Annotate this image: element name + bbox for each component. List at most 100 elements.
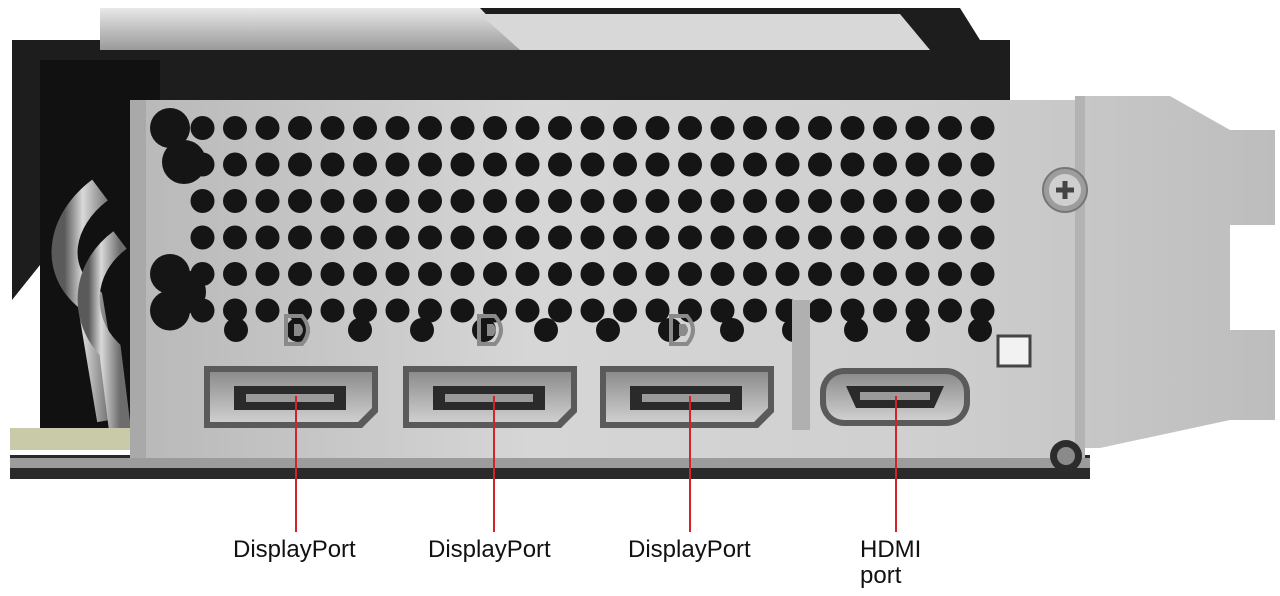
vent-hole <box>353 298 377 323</box>
vent-hole <box>906 318 930 342</box>
vent-hole <box>190 189 215 213</box>
displayport-logo-icon <box>477 314 503 346</box>
vent-hole <box>255 152 280 177</box>
vent-hole <box>678 189 702 213</box>
vent-hole <box>645 262 670 286</box>
displayport-logo-group <box>284 314 695 346</box>
vent-hole <box>450 298 475 323</box>
vent-hole <box>255 116 280 140</box>
vent-hole <box>645 152 670 177</box>
vent-hole <box>905 262 930 286</box>
vent-hole <box>483 262 507 286</box>
vent-hole <box>678 262 702 286</box>
vent-hole <box>483 225 507 250</box>
vent-hole <box>385 189 410 213</box>
vent-hole <box>613 189 637 213</box>
vent-hole <box>710 225 735 250</box>
callout-label-displayport-2: DisplayPort <box>428 536 551 563</box>
vent-hole <box>613 152 637 177</box>
vent-hole <box>515 152 540 177</box>
vent-hole <box>320 262 345 286</box>
vent-hole <box>418 298 442 323</box>
vent-hole <box>548 262 572 286</box>
vent-hole <box>970 262 995 286</box>
vent-hole <box>450 225 475 250</box>
vent-hole <box>162 270 206 314</box>
vent-hole <box>450 189 475 213</box>
vent-hole <box>580 189 605 213</box>
vent-hole <box>743 262 767 286</box>
vent-hole <box>515 298 540 323</box>
vent-hole <box>775 152 800 177</box>
vent-hole <box>548 225 572 250</box>
vent-hole <box>320 189 345 213</box>
vent-hole <box>353 262 377 286</box>
vent-hole <box>548 298 572 323</box>
vent-hole <box>418 262 442 286</box>
vent-hole <box>613 225 637 250</box>
vent-hole <box>320 152 345 177</box>
vent-hole <box>162 140 206 184</box>
leader-lines <box>295 396 897 532</box>
screw-icon <box>1050 440 1082 472</box>
vent-hole <box>743 225 767 250</box>
vent-hole <box>548 189 572 213</box>
vent-hole <box>580 116 605 140</box>
vent-hole <box>970 225 995 250</box>
displayport-port <box>600 366 774 428</box>
vent-hole <box>190 225 215 250</box>
vent-hole-grid <box>150 108 995 342</box>
vent-hole <box>255 262 280 286</box>
vent-hole <box>970 189 995 213</box>
vent-hole <box>613 116 637 140</box>
vent-hole <box>385 225 410 250</box>
vent-hole <box>418 225 442 250</box>
vent-hole <box>938 262 962 286</box>
vent-hole <box>844 318 868 342</box>
vent-hole <box>808 189 832 213</box>
vent-hole <box>775 262 800 286</box>
vent-hole <box>905 152 930 177</box>
vent-hole <box>450 116 475 140</box>
vent-hole <box>483 189 507 213</box>
vent-hole <box>320 298 345 323</box>
displayport-logo-icon <box>669 314 695 346</box>
vent-hole <box>710 152 735 177</box>
vent-hole <box>515 225 540 250</box>
vent-hole <box>348 318 372 342</box>
vent-hole <box>938 116 962 140</box>
vent-hole <box>224 318 248 342</box>
vent-hole <box>385 262 410 286</box>
callout-label-displayport-3: DisplayPort <box>628 536 751 563</box>
heatpipe-icon <box>51 179 131 432</box>
pcb-edge <box>10 428 160 450</box>
vent-hole <box>775 189 800 213</box>
vent-hole <box>905 189 930 213</box>
vent-hole <box>450 262 475 286</box>
vent-hole <box>808 152 832 177</box>
vent-hole <box>840 298 865 323</box>
vent-hole <box>190 116 215 140</box>
vent-hole <box>968 318 992 342</box>
bracket-print <box>792 300 810 430</box>
callout-label-displayport-1: DisplayPort <box>233 536 356 563</box>
callout-label-hdmi: HDMI port <box>860 536 922 589</box>
vent-hole <box>353 225 377 250</box>
vent-hole <box>710 189 735 213</box>
vent-hole <box>353 189 377 213</box>
vent-hole <box>320 225 345 250</box>
vent-hole <box>596 318 620 342</box>
vent-hole <box>645 298 670 323</box>
vent-hole <box>353 116 377 140</box>
vent-hole <box>534 318 558 342</box>
vent-hole <box>223 298 247 323</box>
vent-hole <box>743 298 767 323</box>
vent-hole <box>150 108 190 148</box>
vent-hole <box>743 152 767 177</box>
vent-hole <box>970 116 995 140</box>
vent-hole <box>645 116 670 140</box>
vent-hole <box>580 298 605 323</box>
vent-hole <box>255 189 280 213</box>
vent-hole <box>353 152 377 177</box>
